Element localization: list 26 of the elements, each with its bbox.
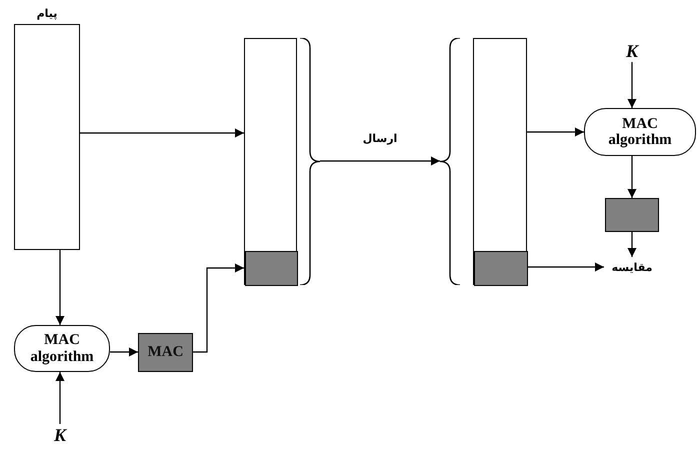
mac-box	[245, 251, 298, 286]
message-heading: پیام	[36, 6, 58, 22]
arrow	[527, 262, 604, 272]
arrow	[56, 250, 64, 325]
compare-label: مقایسه	[604, 257, 660, 277]
process-box: MAC algorithm	[584, 108, 696, 156]
arrow	[320, 156, 440, 166]
arrow	[628, 62, 636, 108]
arrow	[56, 372, 64, 424]
edge-label: ارسال	[360, 132, 400, 145]
curly-brace	[300, 38, 320, 285]
arrow	[110, 348, 138, 356]
arrow	[527, 128, 584, 136]
process-box: MAC algorithm	[14, 325, 110, 372]
mac-box	[605, 198, 659, 232]
key-label: K	[622, 40, 642, 62]
mac-box	[474, 251, 528, 286]
arrow	[628, 232, 636, 257]
message-box	[473, 38, 527, 285]
mac-box: MAC	[138, 333, 193, 372]
key-label: K	[50, 424, 70, 446]
arrow	[80, 128, 244, 138]
message-box	[244, 38, 297, 285]
arrow	[193, 264, 244, 353]
arrow	[628, 156, 636, 198]
curly-brace	[440, 38, 460, 285]
